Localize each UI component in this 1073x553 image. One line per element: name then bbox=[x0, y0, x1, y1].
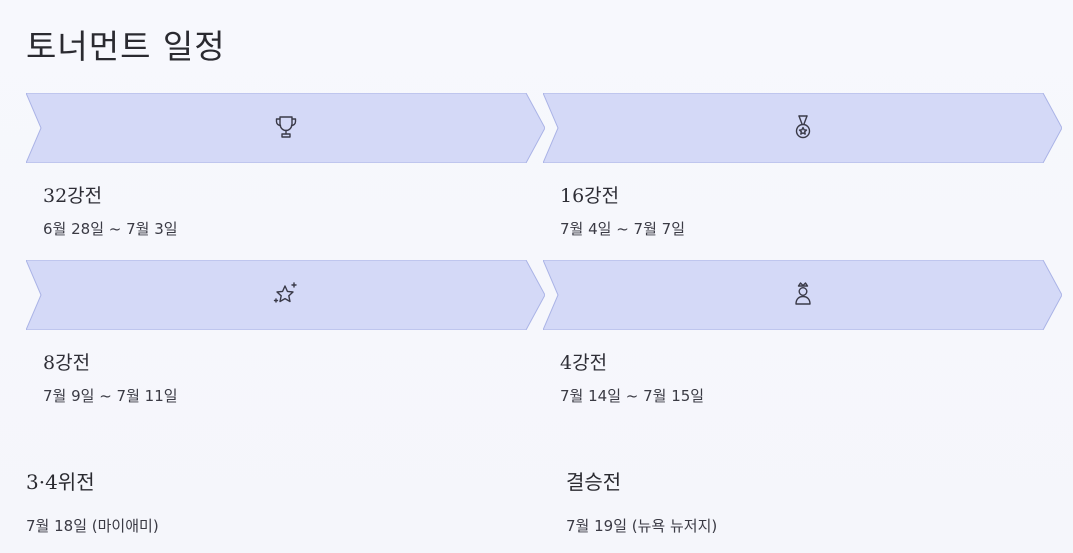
stage-name: 8강전 bbox=[43, 352, 91, 374]
stage-dates: 7월 14일 ~ 7월 15일 bbox=[560, 387, 705, 405]
trophy-icon bbox=[275, 116, 297, 138]
final-match: 결승전 7월 19일 (뉴욕 뉴저지) bbox=[566, 466, 717, 536]
stage-chevron-banner bbox=[26, 93, 545, 163]
stage-round-of-32: 32강전 6월 28일 ~ 7월 3일 bbox=[26, 93, 545, 238]
sparkle-star-icon bbox=[273, 282, 297, 303]
stage-name: 4강전 bbox=[560, 352, 608, 374]
stage-semifinals: 4강전 7월 14일 ~ 7월 15일 bbox=[543, 260, 1062, 405]
final-match-detail: 7월 19일 (뉴욕 뉴저지) bbox=[566, 517, 718, 535]
third-place-match: 3·4위전 7월 18일 (마이애미) bbox=[26, 466, 159, 536]
chevron-shape bbox=[26, 93, 545, 163]
stage-chevron-banner bbox=[26, 260, 545, 330]
final-match-detail: 7월 18일 (마이애미) bbox=[26, 517, 159, 535]
stage-round-of-16: 16강전 7월 4일 ~ 7월 7일 bbox=[543, 93, 1062, 238]
stage-name: 32강전 bbox=[43, 185, 103, 207]
chevron-shape bbox=[26, 260, 545, 330]
crowned-person-icon bbox=[795, 282, 811, 305]
medal-icon bbox=[795, 115, 811, 139]
page-title: 토너먼트 일정 bbox=[26, 27, 226, 66]
stage-chevron-banner bbox=[543, 93, 1062, 163]
stage-dates: 7월 4일 ~ 7월 7일 bbox=[560, 220, 686, 238]
stage-name: 16강전 bbox=[560, 185, 620, 207]
final-match-name: 3·4위전 bbox=[26, 470, 95, 494]
stage-dates: 7월 9일 ~ 7월 11일 bbox=[43, 387, 178, 405]
stage-quarterfinals: 8강전 7월 9일 ~ 7월 11일 bbox=[26, 260, 545, 405]
final-match-name: 결승전 bbox=[566, 470, 622, 494]
stage-dates: 6월 28일 ~ 7월 3일 bbox=[43, 220, 178, 238]
stage-chevron-banner bbox=[543, 260, 1062, 330]
